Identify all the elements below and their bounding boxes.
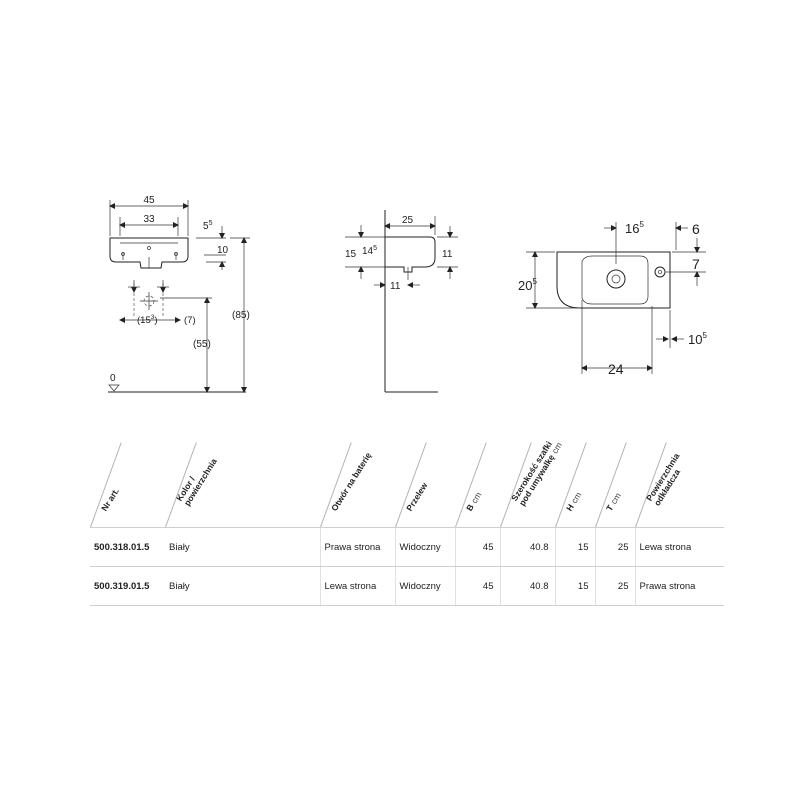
cell-width: 45 xyxy=(455,527,501,567)
dim-front-drain-spacing: (153) xyxy=(137,314,158,326)
dim-side-depth: 25 xyxy=(402,215,414,226)
dim-side-inner-depth: 145 xyxy=(362,245,377,257)
cell-width: 45 xyxy=(455,566,501,606)
dim-side-wall-offset: 11 xyxy=(390,281,401,292)
cell-tap-hole: Prawa strona xyxy=(320,527,396,567)
basin-front-outline xyxy=(109,237,189,269)
cell-tap-hole: Lewa strona xyxy=(320,566,396,606)
basin-top-outline xyxy=(556,251,671,309)
cell-color: Biały xyxy=(165,566,321,606)
dim-front-rim: 55 xyxy=(203,220,213,232)
cell-shelf-area: Lewa strona xyxy=(635,527,724,567)
basin-side-outline xyxy=(385,236,436,273)
floor-label: 0 xyxy=(110,373,116,384)
cell-article-number: 500.319.01.5 xyxy=(90,566,165,606)
front-view: 45 33 55 10 (85) (153) (7) xyxy=(108,195,250,393)
dim-front-inner: 33 xyxy=(143,214,155,225)
dim-top-edge: 6 xyxy=(692,221,700,237)
cell-depth: 25 xyxy=(595,566,636,606)
dim-front-drain-offset: (7) xyxy=(184,315,196,326)
cell-overflow: Widoczny xyxy=(395,527,456,567)
cell-article-number: 500.318.01.5 xyxy=(90,527,165,567)
floor-marker-icon xyxy=(108,384,120,392)
dim-front-bowl-height: 10 xyxy=(217,245,229,256)
dim-front-width: 45 xyxy=(143,195,155,206)
dim-top-depth: 205 xyxy=(518,277,537,293)
cell-color: Biały xyxy=(165,527,321,567)
product-spec-table: Nr art. Kolor /powierzchnia Otwór na bat… xyxy=(90,437,724,606)
cell-shelf-area: Prawa strona xyxy=(635,566,724,606)
top-view: 165 6 7 205 105 24 xyxy=(518,220,707,377)
dim-top-overflow: 7 xyxy=(692,256,700,272)
dim-side-height: 15 xyxy=(345,249,357,260)
cell-cabinet-width: 40.8 xyxy=(500,566,556,606)
cell-depth: 25 xyxy=(595,527,636,567)
tap-hole-icon xyxy=(606,269,626,289)
cell-height: 15 xyxy=(555,566,596,606)
table-row: 500.318.01.5 Biały Prawa strona Widoczny… xyxy=(90,527,724,567)
technical-drawings: 45 33 55 10 (85) (153) (7) xyxy=(108,195,707,393)
dim-front-total-height: (85) xyxy=(232,310,250,321)
overflow-hole-icon xyxy=(654,266,666,278)
cell-overflow: Widoczny xyxy=(395,566,456,606)
table-header: Nr art. Kolor /powierzchnia Otwór na bat… xyxy=(90,437,724,528)
cell-cabinet-width: 40.8 xyxy=(500,527,556,567)
dim-top-bowl-width: 24 xyxy=(608,361,624,377)
table-body: 500.318.01.5 Biały Prawa strona Widoczny… xyxy=(90,527,724,606)
dim-front-drain-height: (55) xyxy=(193,339,211,350)
table-row: 500.319.01.5 Biały Lewa strona Widoczny … xyxy=(90,566,724,606)
cell-height: 15 xyxy=(555,527,596,567)
dim-top-right: 105 xyxy=(688,331,707,347)
dim-side-right-height: 11 xyxy=(442,249,453,260)
side-view: 25 15 145 11 11 xyxy=(345,210,458,393)
dim-top-tap-offset: 165 xyxy=(625,220,644,236)
